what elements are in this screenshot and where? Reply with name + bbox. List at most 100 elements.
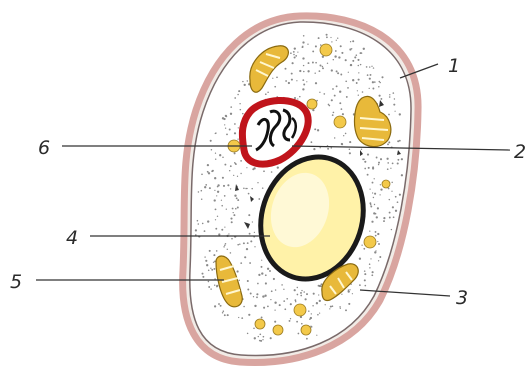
- cytoplasm-dot: [230, 106, 232, 108]
- cytoplasm-dot: [231, 238, 233, 240]
- cytoplasm-dot: [348, 289, 349, 290]
- cytoplasm-dot: [390, 168, 391, 169]
- cytoplasm-dot: [237, 270, 239, 272]
- cytoplasm-dot: [315, 45, 317, 47]
- cytoplasm-dot: [299, 96, 301, 98]
- cytoplasm-dot: [352, 79, 354, 81]
- cytoplasm-dot: [327, 63, 328, 64]
- cytoplasm-dot: [214, 305, 216, 307]
- cytoplasm-dot: [311, 313, 312, 314]
- cytoplasm-dot: [206, 264, 208, 266]
- cytoplasm-dot: [300, 295, 302, 297]
- cytoplasm-dot: [246, 167, 247, 168]
- cytoplasm-dot: [261, 266, 263, 268]
- cytoplasm-dot: [274, 86, 276, 88]
- cytoplasm-dot: [363, 248, 365, 250]
- cytoplasm-dot: [209, 250, 211, 252]
- cytoplasm-dot: [216, 285, 218, 287]
- cytoplasm-dot: [213, 268, 215, 270]
- cytoplasm-dot: [389, 199, 390, 200]
- cytoplasm-dot: [373, 212, 375, 214]
- cytoplasm-dot: [218, 303, 220, 305]
- cytoplasm-dot: [300, 292, 302, 294]
- cytoplasm-dot: [296, 321, 298, 323]
- cytoplasm-dot: [269, 270, 271, 272]
- cytoplasm-dot: [303, 71, 305, 73]
- cytoplasm-dot: [362, 91, 364, 93]
- cytoplasm-dot: [215, 153, 216, 154]
- granule: [301, 325, 311, 335]
- cytoplasm-dot: [270, 299, 271, 300]
- cytoplasm-dot: [257, 182, 258, 183]
- cytoplasm-dot: [393, 92, 395, 94]
- cytoplasm-dot: [377, 241, 378, 242]
- cytoplasm-dot: [274, 309, 275, 310]
- cytoplasm-dot: [367, 74, 369, 76]
- cytoplasm-dot: [365, 285, 367, 287]
- cytoplasm-dot: [290, 52, 292, 54]
- cytoplasm-dot: [312, 62, 314, 64]
- cytoplasm-dot: [295, 301, 296, 302]
- cytoplasm-dot: [245, 188, 247, 190]
- cytoplasm-dot: [215, 228, 217, 230]
- cytoplasm-dot: [299, 70, 301, 72]
- cytoplasm-dot: [378, 162, 380, 164]
- cytoplasm-dot: [380, 188, 382, 190]
- cytoplasm-dot: [217, 191, 219, 193]
- cytoplasm-dot: [202, 223, 204, 225]
- cytoplasm-dot: [359, 258, 361, 260]
- cytoplasm-dot: [230, 188, 231, 189]
- cytoplasm-dot: [208, 281, 210, 283]
- granule: [273, 325, 283, 335]
- cytoplasm-dot: [370, 74, 372, 76]
- cytoplasm-dot: [209, 187, 211, 189]
- cytoplasm-dot: [356, 82, 358, 84]
- cytoplasm-dot: [223, 246, 224, 247]
- cytoplasm-dot: [389, 217, 391, 219]
- cytoplasm-dot: [368, 167, 370, 169]
- cytoplasm-dot: [294, 97, 296, 99]
- cytoplasm-dot: [272, 78, 273, 79]
- cytoplasm-dot: [204, 230, 206, 232]
- cytoplasm-dot: [230, 252, 232, 254]
- cytoplasm-dot: [210, 288, 211, 289]
- cytoplasm-dot: [219, 154, 221, 156]
- cytoplasm-dot: [335, 50, 337, 52]
- cytoplasm-dot: [374, 251, 376, 253]
- cytoplasm-dot: [301, 323, 303, 325]
- cytoplasm-dot: [360, 52, 362, 54]
- cytoplasm-dot: [225, 115, 227, 117]
- cytoplasm-dot: [263, 170, 265, 172]
- cytoplasm-dot: [339, 102, 341, 104]
- cytoplasm-dot: [393, 104, 395, 106]
- cytoplasm-dot: [254, 246, 255, 247]
- cytoplasm-dot: [235, 163, 237, 165]
- cytoplasm-dot: [276, 76, 278, 78]
- cytoplasm-dot: [305, 298, 307, 300]
- cytoplasm-dot: [391, 191, 392, 192]
- cytoplasm-dot: [326, 34, 328, 36]
- cytoplasm-dot: [383, 217, 385, 219]
- cytoplasm-dot: [372, 81, 374, 83]
- cytoplasm-dot: [316, 335, 317, 336]
- cytoplasm-dot: [358, 65, 360, 67]
- cytoplasm-dot: [264, 295, 266, 297]
- cytoplasm-dot: [380, 184, 381, 185]
- cytoplasm-dot: [310, 325, 312, 327]
- cytoplasm-dot: [331, 99, 333, 101]
- cytoplasm-dot: [333, 59, 334, 60]
- cytoplasm-dot: [371, 274, 373, 276]
- cytoplasm-dot: [259, 333, 261, 335]
- cytoplasm-dot: [301, 290, 302, 291]
- cytoplasm-dot: [302, 57, 304, 59]
- cytoplasm-dot: [217, 184, 219, 186]
- cytoplasm-dot: [349, 48, 351, 50]
- cytoplasm-dot: [381, 76, 383, 78]
- cytoplasm-dot: [329, 308, 330, 309]
- cytoplasm-dot: [336, 85, 338, 87]
- cytoplasm-dot: [345, 80, 347, 82]
- cytoplasm-dot: [359, 284, 361, 286]
- cytoplasm-dot: [262, 339, 263, 340]
- cytoplasm-dot: [247, 80, 248, 81]
- cytoplasm-dot: [391, 182, 392, 183]
